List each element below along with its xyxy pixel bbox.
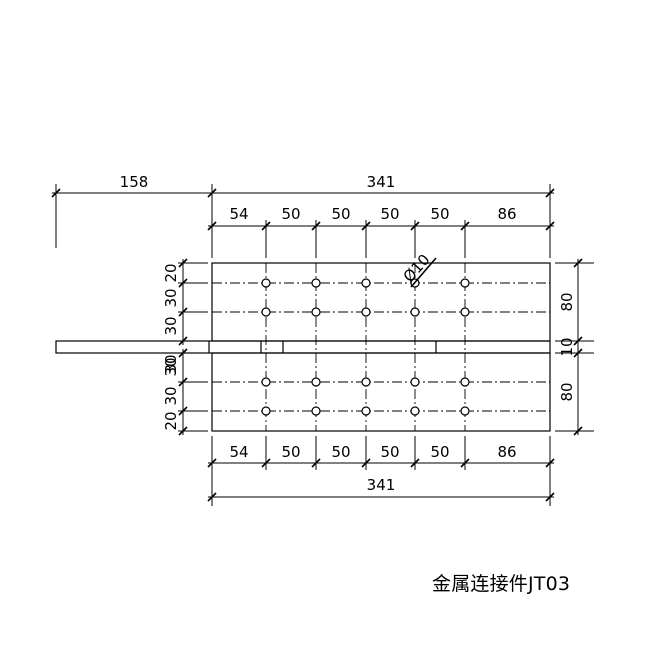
bottom-overall-label: 341: [367, 476, 396, 494]
hole-diameter-label: Ø10: [400, 251, 434, 286]
bottom-overall-dimension: 341: [207, 476, 555, 502]
left-bottom-3: 20: [162, 411, 180, 430]
bottom-seg-4: 50: [380, 443, 399, 461]
hole: [361, 278, 371, 288]
hole: [410, 307, 420, 317]
left-top-3: 30: [162, 316, 180, 335]
bottom-seg-3: 50: [331, 443, 350, 461]
bottom-seg-6: 86: [497, 443, 516, 461]
lower-plate: [211, 352, 551, 432]
bottom-seg-1: 54: [229, 443, 248, 461]
hole: [361, 307, 371, 317]
hole: [261, 406, 271, 416]
holes: [261, 278, 470, 416]
top-seg-6: 86: [497, 205, 516, 223]
offset-dimension: 158: [51, 173, 217, 258]
bottom-segment-dimensions: 54 50 50 50 50 86: [207, 436, 555, 506]
right-dim-3: 80: [558, 382, 576, 401]
hole: [460, 406, 470, 416]
hole: [311, 406, 321, 416]
top-seg-1: 54: [229, 205, 248, 223]
hole: [410, 377, 420, 387]
hole: [261, 278, 271, 288]
right-dim-1: 80: [558, 292, 576, 311]
left-bottom-1: 30: [162, 386, 180, 405]
top-overall-label: 341: [367, 173, 396, 191]
hole: [361, 406, 371, 416]
right-dim-2: 10: [558, 337, 576, 356]
right-dimensions: 80 10 80: [555, 258, 594, 436]
offset-label: 158: [120, 173, 149, 191]
hole: [261, 307, 271, 317]
hole: [460, 377, 470, 387]
hole: [410, 406, 420, 416]
bottom-seg-2: 50: [281, 443, 300, 461]
upper-plate: [211, 262, 551, 342]
top-seg-5: 50: [430, 205, 449, 223]
top-overall-dimension: 341: [212, 173, 555, 258]
left-top-1: 20: [162, 263, 180, 282]
hole: [361, 377, 371, 387]
left-top-4: 30: [162, 354, 180, 373]
hole: [311, 377, 321, 387]
bottom-seg-5: 50: [430, 443, 449, 461]
center-strip: [55, 340, 551, 354]
drawing-caption: 金属连接件JT03: [432, 573, 571, 595]
top-seg-4: 50: [380, 205, 399, 223]
top-segment-dimensions: 54 50 50 50 50 86: [207, 205, 555, 258]
left-bottom-2: 30: [162, 357, 180, 376]
hole: [261, 377, 271, 387]
hole: [460, 307, 470, 317]
left-top-dimensions: 20 30 30 30: [162, 258, 208, 374]
hole: [460, 278, 470, 288]
hole: [311, 278, 321, 288]
hole: [311, 307, 321, 317]
top-seg-2: 50: [281, 205, 300, 223]
centerlines: [212, 263, 550, 431]
left-bottom-dimensions: 30 30 20: [162, 348, 208, 436]
left-top-2: 30: [162, 288, 180, 307]
top-seg-3: 50: [331, 205, 350, 223]
